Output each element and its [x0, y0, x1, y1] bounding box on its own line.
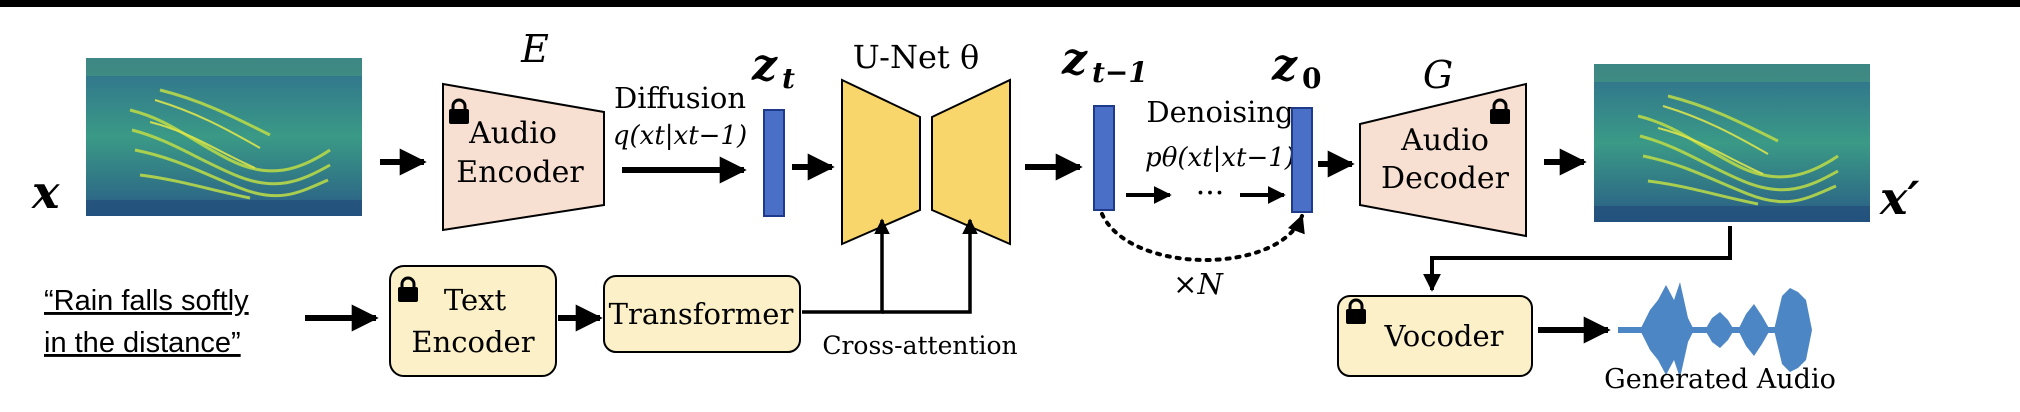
- z0-symbol: z: [1271, 40, 1298, 91]
- zt-subscript: t: [782, 62, 795, 95]
- diffusion-label: Diffusion: [614, 81, 746, 115]
- latent-zt: z t: [751, 40, 795, 217]
- x-prime-symbol: x′: [1879, 171, 1920, 225]
- z0-subscript: 0: [1302, 62, 1321, 95]
- zt-symbol: z: [751, 40, 778, 91]
- prompt-line1: “Rain falls softly: [44, 285, 249, 317]
- latent-z0: z 0: [1271, 40, 1321, 213]
- top-rule: [0, 0, 2020, 7]
- text-encoder-line2: Encoder: [411, 325, 534, 359]
- generated-audio-label: Generated Audio: [1604, 364, 1836, 395]
- denoising-formula: pθ(xt|xt−1): [1145, 143, 1295, 173]
- unet-label: U-Net θ: [853, 38, 979, 76]
- transformer-block: Transformer: [603, 275, 801, 353]
- diffusion-formula: q(xt|xt−1): [613, 121, 747, 151]
- text-encoder-block: Text Encoder: [389, 265, 557, 377]
- x-symbol: x: [31, 165, 60, 219]
- loop-arrow: [1100, 212, 1305, 262]
- decoder-symbol: G: [1423, 53, 1453, 97]
- latent-ztm1: z t−1: [1061, 34, 1148, 211]
- encoder-label-line1: Audio: [468, 116, 557, 151]
- text-prompt: “Rain falls softly in the distance”: [44, 285, 249, 359]
- ztm1-subscript: t−1: [1092, 56, 1148, 89]
- times-n-label: ×N: [1173, 267, 1224, 301]
- audio-encoder-block: E Audio Encoder: [442, 27, 605, 232]
- decoder-label-line2: Decoder: [1381, 161, 1510, 196]
- vocoder-block: Vocoder: [1337, 295, 1533, 377]
- encoder-label-line2: Encoder: [456, 155, 584, 190]
- cross-attention-label: Cross-attention: [822, 331, 1017, 360]
- output-spectrogram-image: [1594, 64, 1870, 222]
- denoise-ellipsis: ···: [1196, 176, 1225, 211]
- vocoder-label: Vocoder: [1383, 319, 1503, 353]
- ztm1-symbol: z: [1061, 34, 1088, 85]
- denoising-label: Denoising: [1146, 95, 1293, 129]
- unet-block: U-Net θ: [841, 38, 1011, 246]
- arrow-to-vocoder: [1423, 226, 1732, 292]
- decoder-label-line1: Audio: [1400, 123, 1489, 158]
- encoder-symbol: E: [520, 27, 549, 71]
- cross-attention-arrows: [802, 218, 978, 314]
- input-spectrogram-image: [86, 58, 362, 216]
- transformer-label: Transformer: [609, 297, 794, 331]
- text-encoder-line1: Text: [444, 283, 507, 317]
- prompt-line2: in the distance”: [44, 327, 241, 359]
- waveform-image: [1618, 282, 1812, 378]
- audio-decoder-block: G Audio Decoder: [1359, 53, 1527, 238]
